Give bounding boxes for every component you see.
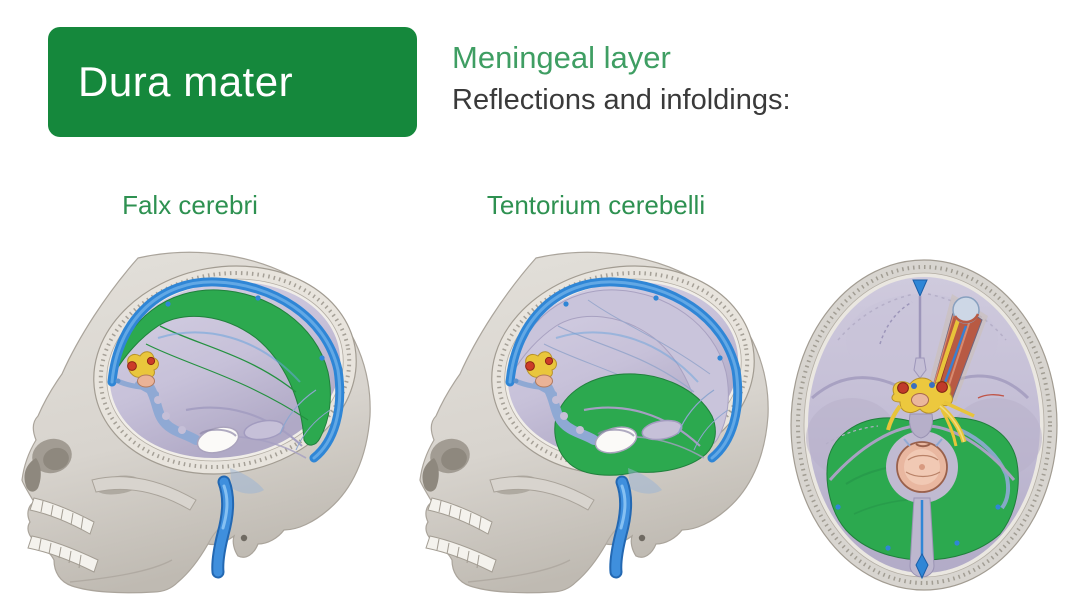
subheading-reflections: Reflections and infoldings:	[452, 84, 791, 116]
venous-dots	[835, 504, 1001, 551]
inferior-sagittal-sinus	[157, 331, 301, 383]
heading-meningeal-layer: Meningeal layer	[452, 40, 671, 75]
carotid-artery-right	[936, 381, 948, 393]
label-tentorium-cerebelli: Tentorium cerebelli	[486, 190, 706, 220]
sagittal-sinus-notch	[912, 279, 928, 298]
tentorium-superior-view-illustration	[782, 248, 1074, 600]
carotid-artery-left	[897, 382, 909, 394]
transverse-sinus	[959, 428, 1011, 510]
tentorium-cerebelli-illustration	[398, 242, 778, 604]
clivus	[909, 413, 933, 439]
label-falx-cerebri: Falx cerebri	[122, 190, 258, 220]
pituitary-gland	[911, 393, 929, 407]
page-title: Dura mater	[78, 58, 294, 105]
tentorium-cerebelli-highlight	[554, 373, 716, 476]
falx-cerebri-illustration	[0, 242, 380, 604]
crista-galli	[913, 357, 927, 379]
title-box: Dura mater	[48, 27, 417, 137]
meningeal-artery	[977, 394, 1005, 399]
confluence-of-sinuses	[915, 552, 929, 580]
